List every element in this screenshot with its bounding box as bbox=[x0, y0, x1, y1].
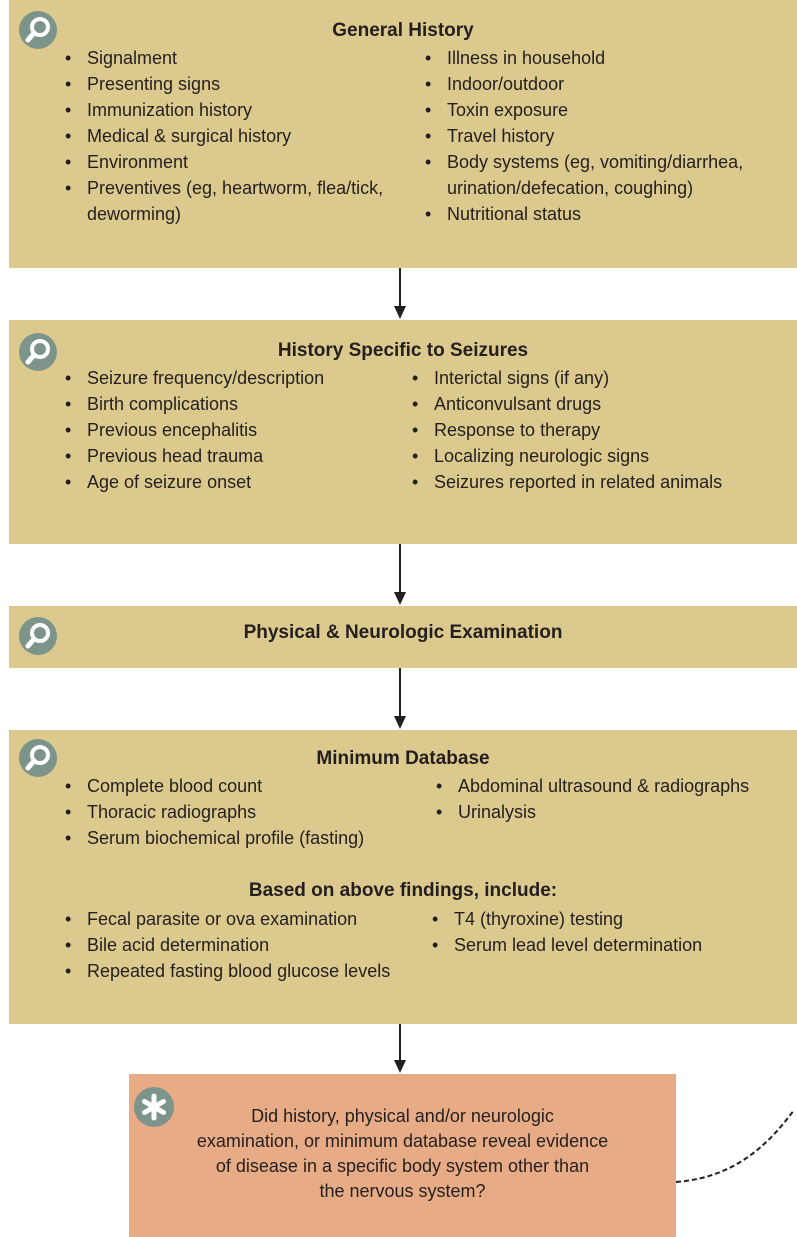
list-item: Environment bbox=[65, 149, 415, 175]
question-line: examination, or minimum database reveal … bbox=[196, 1131, 609, 1151]
list-item: Serum lead level determination bbox=[432, 932, 787, 958]
seizure-history-right-list: Interictal signs (if any) Anticonvulsant… bbox=[412, 365, 787, 495]
magnifier-icon bbox=[19, 739, 57, 777]
list-item: Repeated fasting blood glucose levels bbox=[65, 958, 435, 984]
minimum-database-box: Minimum Database Complete blood count Th… bbox=[9, 730, 797, 1024]
decision-question-text: Did history, physical and/or neurologic … bbox=[169, 1104, 636, 1204]
list-item: Localizing neurologic signs bbox=[412, 443, 787, 469]
minimum-database-title: Minimum Database bbox=[316, 748, 490, 769]
flow-arrow bbox=[394, 544, 406, 605]
list-item: Toxin exposure bbox=[425, 97, 785, 123]
additional-tests-left-list: Fecal parasite or ova examination Bile a… bbox=[65, 906, 435, 984]
list-item: Seizure frequency/description bbox=[65, 365, 405, 391]
seizure-history-box: History Specific to Seizures Seizure fre… bbox=[9, 320, 797, 544]
list-item: Medical & surgical history bbox=[65, 123, 415, 149]
question-line: the nervous system? bbox=[319, 1181, 486, 1201]
seizure-history-left-list: Seizure frequency/description Birth comp… bbox=[65, 365, 405, 495]
list-item: Previous head trauma bbox=[65, 443, 405, 469]
list-item: Thoracic radiographs bbox=[65, 799, 435, 825]
general-history-left-list: Signalment Presenting signs Immunization… bbox=[65, 45, 415, 227]
list-item: Birth complications bbox=[65, 391, 405, 417]
list-item: Preventives (eg, heartworm, flea/tick, d… bbox=[65, 175, 415, 227]
magnifier-icon bbox=[19, 617, 57, 655]
list-item: Anticonvulsant drugs bbox=[412, 391, 787, 417]
list-item: Body systems (eg, vomiting/diarrhea, uri… bbox=[425, 149, 785, 201]
question-line: Did history, physical and/or neurologic bbox=[251, 1106, 554, 1126]
asterisk-icon bbox=[134, 1087, 174, 1127]
list-item: Interictal signs (if any) bbox=[412, 365, 787, 391]
magnifier-icon bbox=[19, 11, 57, 49]
dashed-connector bbox=[675, 1109, 795, 1183]
list-item: Complete blood count bbox=[65, 773, 435, 799]
list-item: Immunization history bbox=[65, 97, 415, 123]
list-item: Response to therapy bbox=[412, 417, 787, 443]
list-item: Previous encephalitis bbox=[65, 417, 405, 443]
minimum-database-right-list: Abdominal ultrasound & radiographs Urina… bbox=[436, 773, 791, 825]
list-item: Signalment bbox=[65, 45, 415, 71]
flow-arrow bbox=[394, 668, 406, 729]
question-line: of disease in a specific body system oth… bbox=[215, 1156, 590, 1176]
additional-tests-right-list: T4 (thyroxine) testing Serum lead level … bbox=[432, 906, 787, 958]
list-item: Urinalysis bbox=[436, 799, 791, 825]
list-item: Presenting signs bbox=[65, 71, 415, 97]
list-item: Bile acid determination bbox=[65, 932, 435, 958]
list-item: Age of seizure onset bbox=[65, 469, 405, 495]
additional-tests-subtitle: Based on above findings, include: bbox=[248, 880, 558, 901]
list-item: Indoor/outdoor bbox=[425, 71, 785, 97]
general-history-right-list: Illness in household Indoor/outdoor Toxi… bbox=[425, 45, 785, 227]
decision-question-box: Did history, physical and/or neurologic … bbox=[129, 1074, 676, 1237]
general-history-box: General History Signalment Presenting si… bbox=[9, 0, 797, 268]
flow-arrow bbox=[394, 268, 406, 319]
list-item: Travel history bbox=[425, 123, 785, 149]
list-item: Abdominal ultrasound & radiographs bbox=[436, 773, 791, 799]
list-item: Fecal parasite or ova examination bbox=[65, 906, 435, 932]
physical-exam-box: Physical & Neurologic Examination bbox=[9, 606, 797, 668]
general-history-title: General History bbox=[332, 20, 474, 41]
list-item: Seizures reported in related animals bbox=[412, 469, 787, 495]
list-item: Illness in household bbox=[425, 45, 785, 71]
list-item: Serum biochemical profile (fasting) bbox=[65, 825, 435, 851]
flow-arrow bbox=[394, 1024, 406, 1073]
list-item: Nutritional status bbox=[425, 201, 785, 227]
list-item: T4 (thyroxine) testing bbox=[432, 906, 787, 932]
magnifier-icon bbox=[19, 333, 57, 371]
minimum-database-left-list: Complete blood count Thoracic radiograph… bbox=[65, 773, 435, 851]
physical-exam-title: Physical & Neurologic Examination bbox=[243, 622, 563, 643]
seizure-history-title: History Specific to Seizures bbox=[277, 340, 529, 361]
